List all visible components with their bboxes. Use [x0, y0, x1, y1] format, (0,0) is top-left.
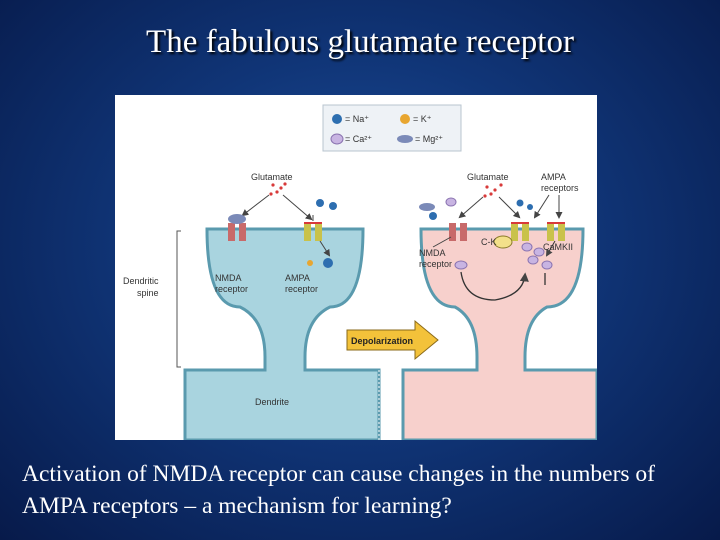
left-ampa-label-line1: AMPA: [285, 273, 310, 283]
depolarization-label: Depolarization: [351, 336, 413, 346]
sodium-ion-icon: [332, 114, 342, 124]
right-nmda-label-line2: receptor: [419, 259, 452, 269]
ion-legend: = Na⁺ = K⁺ = Ca²⁺ = Mg²⁺: [322, 104, 462, 152]
dendrite-label: Dendrite: [255, 397, 289, 407]
left-nmda-label-line1: NMDA: [215, 273, 242, 283]
left-ampa-label-line2: receptor: [285, 284, 318, 294]
left-nmda-receptor: [228, 214, 246, 241]
right-ampa-receptors: [511, 222, 565, 241]
left-glutamate-label: Glutamate: [251, 172, 293, 182]
legend-ca-label: = Ca²⁺: [345, 134, 372, 144]
right-glutamate-label: Glutamate: [467, 172, 509, 182]
right-glutamate-dots: [483, 183, 503, 198]
right-ampa-label-line1: AMPA: [541, 172, 566, 182]
slide-title: The fabulous glutamate receptor: [146, 24, 574, 60]
spine-bracket: Dendritic spine: [123, 230, 181, 368]
legend-na-label: = Na⁺: [345, 114, 369, 124]
right-nmda-receptor: [419, 197, 467, 241]
depolarization-arrow: Depolarization: [346, 319, 439, 361]
legend-mg-label: = Mg²⁺: [415, 134, 443, 144]
right-dendritic-spine: [401, 227, 597, 440]
spine-label-line1: Dendritic: [123, 276, 159, 286]
magnesium-ion-icon: [397, 135, 413, 143]
camkii-label: CaMKII: [543, 242, 573, 252]
right-nmda-label-line1: NMDA: [419, 248, 446, 258]
legend-k-label: = K⁺: [413, 114, 432, 124]
ck-complex-icon: [493, 235, 513, 249]
left-ampa-receptor: [304, 222, 322, 241]
left-cell-body: [183, 227, 381, 440]
slide-caption: Activation of NMDA receptor can cause ch…: [22, 461, 655, 519]
potassium-ion-icon: [400, 114, 410, 124]
spine-label-line2: spine: [137, 288, 159, 298]
left-dendritic-spine: [183, 227, 381, 440]
ck-label: C-K: [481, 237, 497, 247]
right-ampa-label-line2: receptors: [541, 183, 579, 193]
left-glutamate-dots: [269, 182, 287, 196]
left-nmda-label-line2: receptor: [215, 284, 248, 294]
receptor-diagram: = Na⁺ = K⁺ = Ca²⁺ = Mg²⁺ Dendritic spine…: [115, 95, 597, 440]
mg-block-icon: [228, 214, 246, 224]
right-cell-body: [401, 227, 597, 440]
receptor-diagram-svg: = Na⁺ = K⁺ = Ca²⁺ = Mg²⁺ Dendritic spine…: [123, 104, 597, 440]
calcium-ion-icon: [330, 133, 344, 145]
